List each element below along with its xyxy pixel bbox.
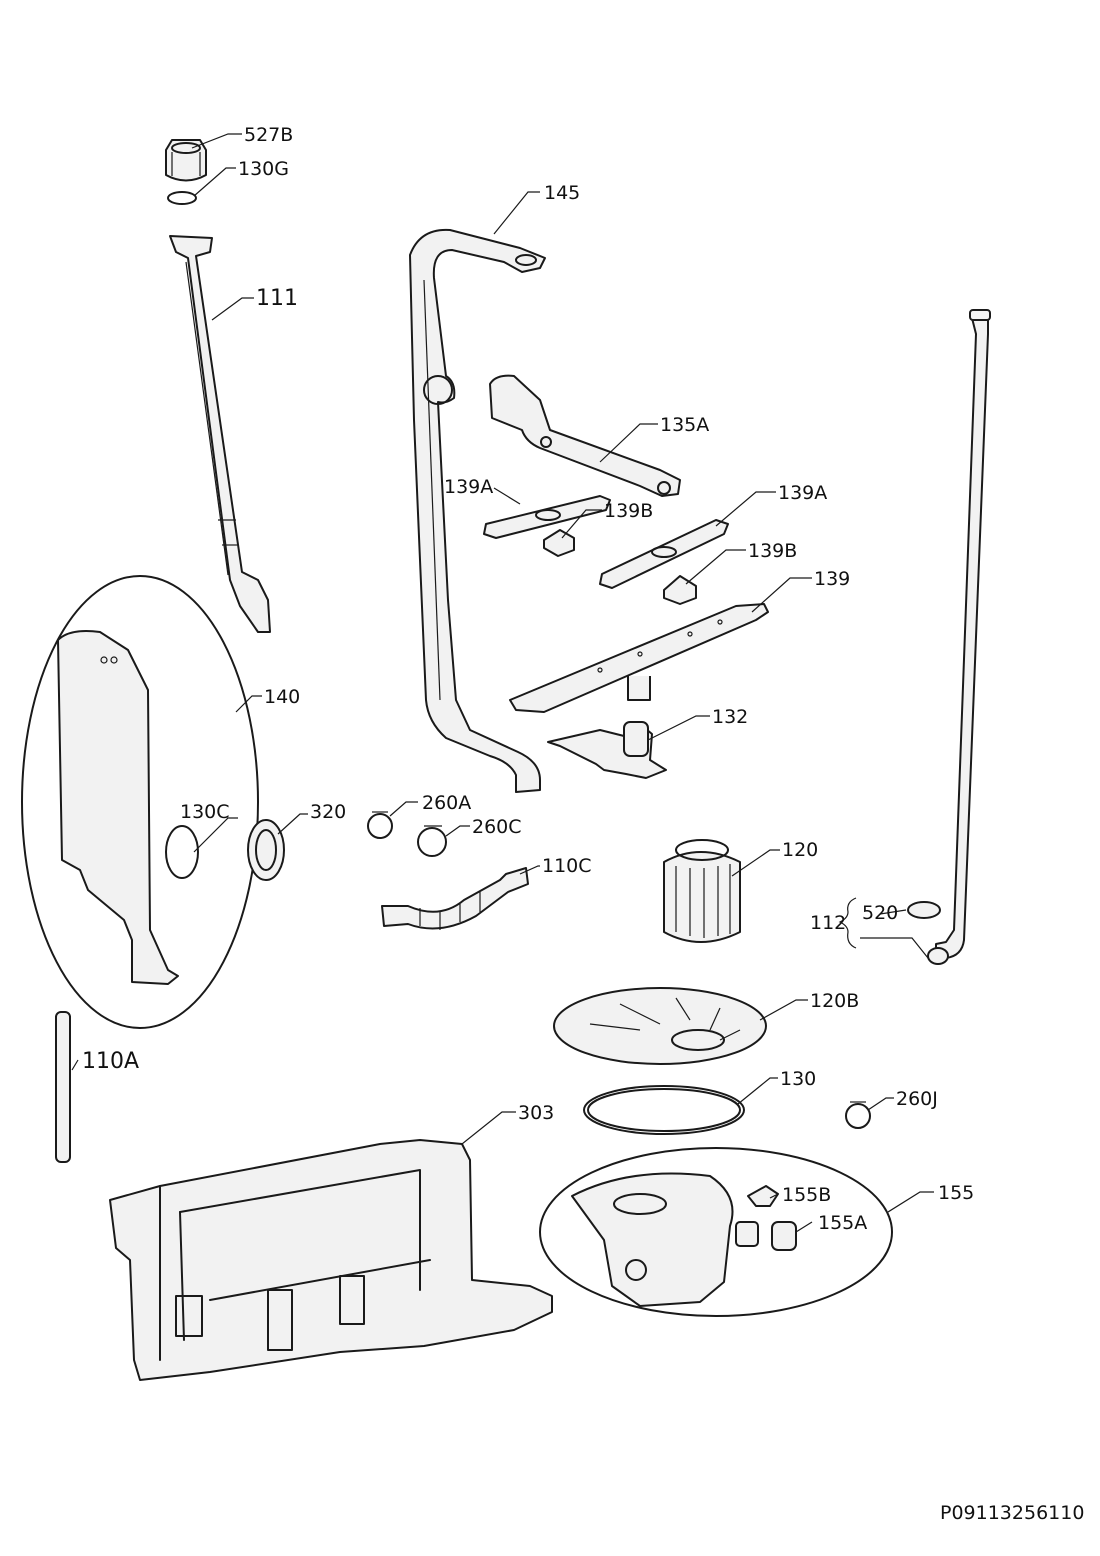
callout-520: 520	[862, 902, 898, 924]
part-130G-seal	[167, 191, 197, 205]
callout-155B: 155B	[782, 1184, 831, 1206]
part-139-arm	[509, 603, 769, 713]
document-number: P09113256110	[940, 1502, 1084, 1524]
part-260A-clip	[367, 811, 393, 839]
part-139B-nozzle-1	[543, 529, 575, 557]
part-155-sump-detail	[539, 1147, 893, 1317]
part-260J-clip	[845, 1101, 871, 1129]
callout-112: 112	[810, 912, 846, 934]
part-139A-plate-1	[483, 495, 611, 539]
part-140-detail	[21, 575, 259, 1029]
callout-132: 132	[712, 706, 748, 728]
callout-130C: 130C	[180, 801, 230, 823]
part-135A-arm	[489, 374, 681, 497]
callout-260A: 260A	[422, 792, 471, 814]
part-110C-hose	[381, 867, 529, 930]
callout-260C: 260C	[472, 816, 522, 838]
callout-130: 130	[780, 1068, 816, 1090]
callout-139B-2: 139B	[748, 540, 797, 562]
leader-lines	[71, 133, 934, 1233]
part-527B-nut	[165, 139, 207, 182]
callout-139: 139	[814, 568, 850, 590]
callout-111: 111	[256, 286, 298, 311]
part-139A-plate-2	[599, 519, 729, 589]
callout-139A-1: 139A	[444, 476, 493, 498]
part-155A-connector	[771, 1221, 797, 1251]
callout-260J: 260J	[896, 1088, 938, 1110]
callout-155: 155	[938, 1182, 974, 1204]
callout-130G: 130G	[238, 158, 289, 180]
callout-303: 303	[518, 1102, 554, 1124]
callout-527B: 527B	[244, 124, 293, 146]
part-303-base	[109, 1139, 553, 1381]
part-260C-clip	[417, 825, 447, 857]
callout-120: 120	[782, 839, 818, 861]
part-320-ring	[247, 819, 285, 881]
part-520-cap	[907, 901, 941, 919]
callout-135A: 135A	[660, 414, 709, 436]
part-155B-clip	[747, 1185, 779, 1207]
part-132-support	[547, 721, 667, 779]
part-112-drain-hose	[927, 309, 991, 965]
callout-145: 145	[544, 182, 580, 204]
callout-139B-1: 139B	[604, 500, 653, 522]
part-111-pipe	[169, 235, 271, 633]
part-145-pipe	[409, 228, 546, 793]
part-120B-filter-plate	[553, 987, 767, 1065]
callout-110C: 110C	[542, 855, 592, 877]
callout-139A-2: 139A	[778, 482, 827, 504]
part-130-gasket	[583, 1085, 745, 1135]
callout-155A: 155A	[818, 1212, 867, 1234]
callout-320: 320	[310, 801, 346, 823]
part-110A-rod	[55, 1011, 71, 1163]
callout-120B: 120B	[810, 990, 859, 1012]
part-120-filter	[663, 839, 741, 943]
callout-110A: 110A	[82, 1049, 139, 1074]
callout-140: 140	[264, 686, 300, 708]
